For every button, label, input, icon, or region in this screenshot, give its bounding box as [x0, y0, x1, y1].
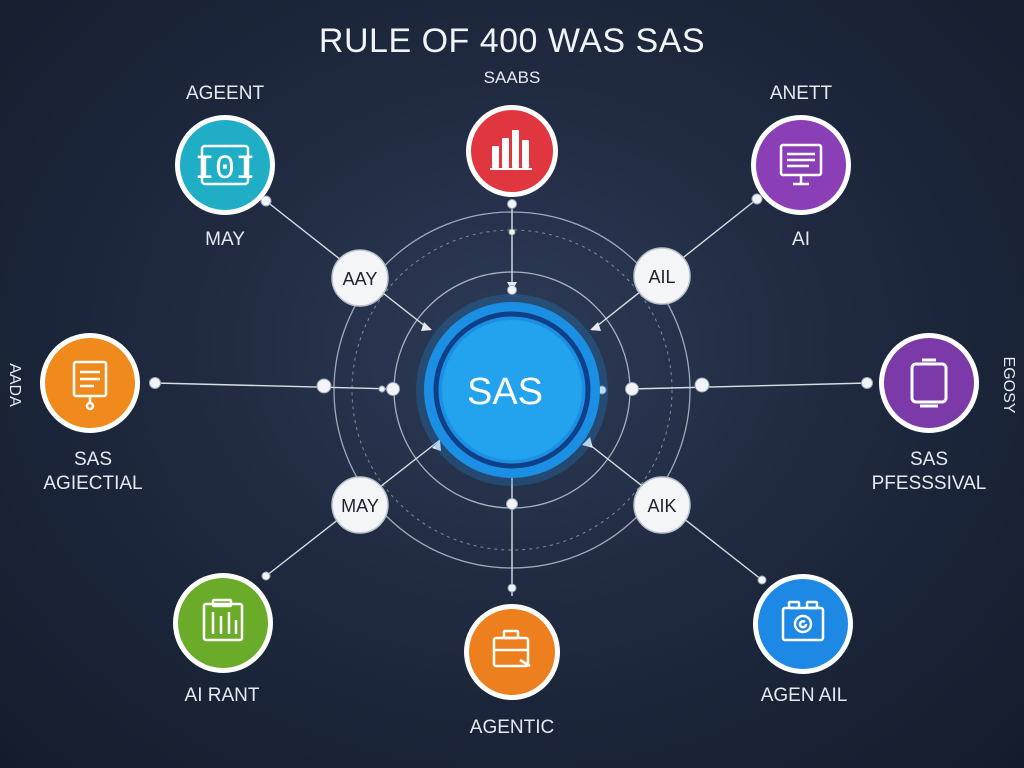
connector-dot	[378, 385, 386, 393]
binary-code-icon: I0I	[194, 144, 256, 189]
node-right-side-label: EGOSY	[1000, 356, 1017, 414]
junction-bubble	[331, 476, 389, 534]
node-left-side-label: AADA	[6, 363, 23, 407]
connector-dot	[507, 199, 517, 209]
junction-bubble	[633, 247, 691, 305]
node-top-right[interactable]	[751, 115, 851, 215]
node-fill	[469, 609, 555, 695]
junction-bubble	[331, 249, 389, 307]
bar-chart-icon	[490, 130, 532, 170]
folder-icon	[781, 600, 825, 642]
central-hub-inner	[442, 320, 582, 460]
node-right-label-1: SAS	[909, 449, 949, 470]
junction-label: AIL	[648, 267, 675, 287]
dashed-orbit-ring	[351, 229, 673, 551]
node-right[interactable]	[879, 333, 979, 433]
connector-right	[629, 382, 869, 390]
node-fill	[758, 579, 848, 669]
briefcase-icon	[492, 629, 531, 668]
connector-dot	[507, 583, 517, 593]
junction-label: AAY	[343, 269, 378, 289]
connector-dot	[507, 285, 517, 295]
clipboard-icon	[202, 598, 244, 642]
node-top-left-label-top: AGEENT	[185, 83, 265, 104]
node-top[interactable]	[466, 105, 558, 197]
node-bottom-left-label: AI RANT	[184, 685, 260, 706]
node-bottom-left[interactable]	[173, 573, 273, 673]
node-fill	[45, 338, 135, 428]
connector-dot	[506, 498, 518, 510]
connector-dot	[694, 377, 710, 393]
monitor-icon	[779, 143, 823, 186]
node-left[interactable]	[40, 333, 140, 433]
node-left-label-2: AGIECTIAL	[43, 473, 143, 494]
node-top-right-label-top: ANETT	[769, 83, 833, 104]
junction-label: MAY	[341, 496, 379, 516]
arrow-head-bottom-right	[582, 437, 593, 448]
node-bottom-right[interactable]	[753, 574, 853, 674]
connector-dot	[261, 571, 271, 581]
connector-left	[154, 382, 396, 390]
junction-bl[interactable]: MAY	[331, 476, 389, 534]
node-top-left[interactable]: I0I	[175, 115, 275, 215]
connector-dot	[386, 382, 400, 396]
svg-text:I0I: I0I	[194, 151, 255, 189]
node-right-label-2: PFESSSIVAL	[871, 473, 987, 494]
junction-bubble	[633, 476, 691, 534]
diagram-title: RULE OF 400 WAS SAS	[318, 22, 706, 60]
arrow-head-top-left	[421, 322, 432, 331]
junction-tr[interactable]: AIL	[633, 247, 691, 305]
connector-dot	[625, 382, 639, 396]
node-bottom-label: AGENTIC	[469, 717, 555, 738]
central-hub-ring	[433, 311, 591, 469]
node-bottom-right-label: AGEN AIL	[760, 685, 848, 706]
connector-dot	[316, 378, 332, 394]
central-hub-label: SAS	[467, 371, 543, 413]
junction-tl[interactable]: AAY	[331, 249, 389, 307]
connector-dot	[149, 377, 161, 389]
node-fill	[884, 338, 974, 428]
arrow-head-bottom-left	[432, 440, 441, 451]
node-top-right-label-bottom: AI	[792, 229, 810, 250]
connector-dot	[260, 195, 272, 207]
node-top-left-label-bottom: MAY	[205, 229, 245, 250]
node-top-label: SAABS	[483, 68, 541, 87]
connector-dot	[508, 228, 516, 236]
arrow-head-top-right	[590, 322, 601, 331]
document-icon	[72, 360, 108, 411]
central-hub[interactable]: SAS	[416, 294, 608, 486]
node-left-label-1: SAS	[73, 449, 113, 470]
junction-label: AIK	[647, 496, 676, 516]
node-fill	[178, 578, 268, 668]
connector-dot	[751, 193, 763, 205]
connector-dot	[861, 377, 873, 389]
node-fill	[180, 120, 270, 210]
connector-dot	[757, 575, 767, 585]
node-bottom[interactable]	[464, 604, 560, 700]
tablet-icon	[910, 358, 948, 408]
junction-br[interactable]: AIK	[633, 476, 691, 534]
